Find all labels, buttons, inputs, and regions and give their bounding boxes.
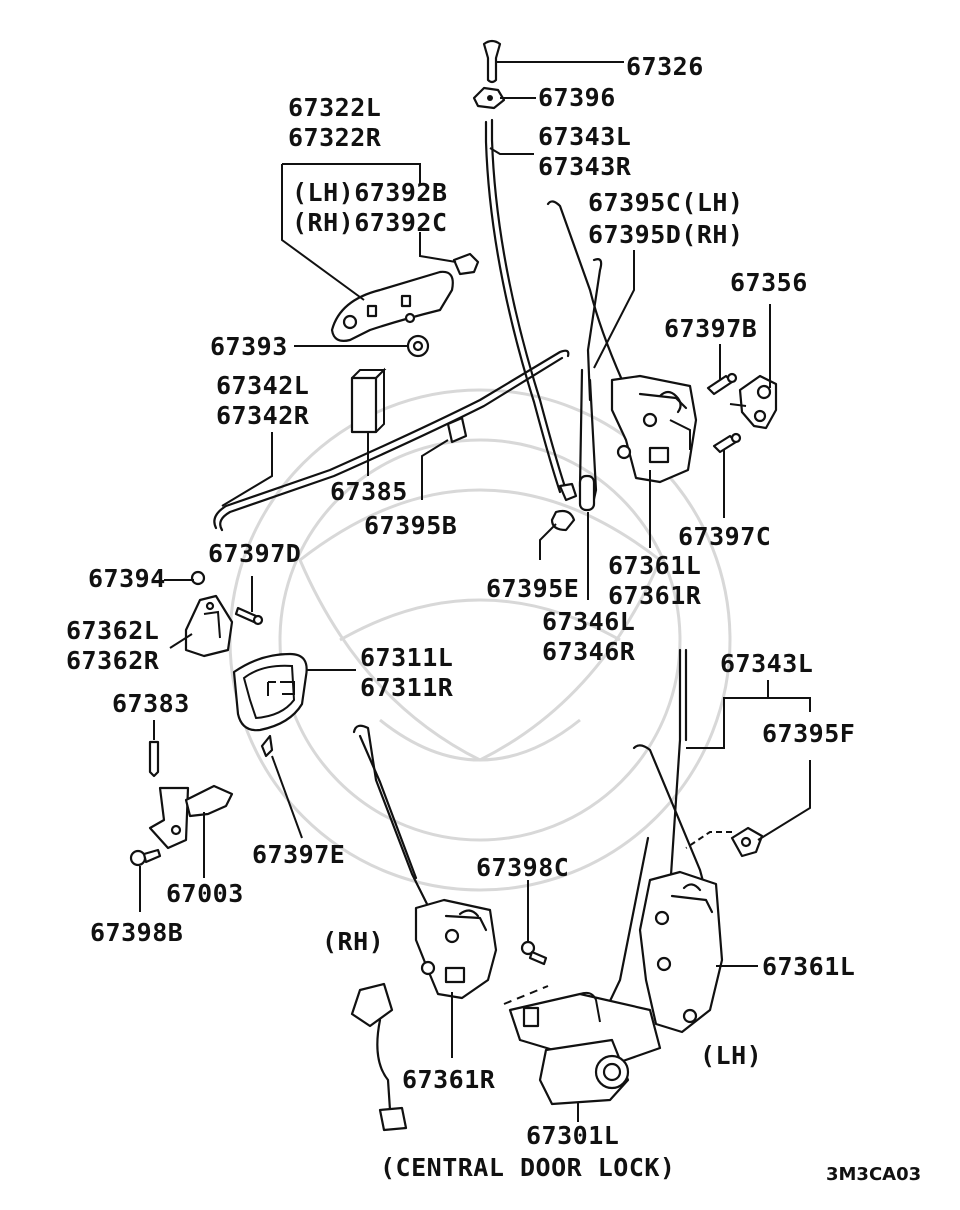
- label-67346l: 67346L: [542, 607, 635, 636]
- pad-67385: [350, 367, 387, 434]
- leader-lines: [139, 61, 811, 1122]
- label-67395b: 67395B: [364, 511, 457, 540]
- label-lh: (LH): [700, 1041, 762, 1070]
- label-67003: 67003: [166, 879, 244, 908]
- outside-handle-67322: [330, 270, 454, 342]
- label-67397c: 67397C: [678, 522, 771, 551]
- diagram-code: 3M3CA03: [826, 1164, 921, 1185]
- clip-67395b: [446, 416, 468, 444]
- label-67395d: 67395D(RH): [588, 220, 744, 249]
- label-67392b: (LH)67392B: [292, 178, 448, 207]
- lock-knob-67326: [482, 39, 502, 84]
- lock-rod-67343-top: [484, 118, 578, 502]
- label-67301l: 67301L: [526, 1121, 619, 1150]
- label-67383: 67383: [112, 689, 190, 718]
- label-67395e: 67395E: [486, 574, 579, 603]
- screw-67397b: [706, 372, 738, 396]
- grommet-67393: [406, 334, 430, 358]
- clip-67395f: [730, 826, 764, 858]
- door-latch-67361-rh: [350, 898, 498, 1132]
- label-67342l: 67342L: [216, 371, 309, 400]
- label-67322r: 67322R: [288, 123, 382, 152]
- cover-67311: [232, 652, 308, 732]
- label-67362r: 67362R: [66, 646, 160, 675]
- label-67346r: 67346R: [542, 637, 636, 666]
- door-latch-67361-top: [610, 374, 698, 484]
- rh-rod: [352, 724, 432, 912]
- label-67396: 67396: [538, 83, 616, 112]
- bolt-67398c: [520, 940, 548, 966]
- label-67395c: 67395C(LH): [588, 188, 744, 217]
- screw-67397e: [260, 734, 274, 758]
- central-lock-actuator-67301l: [503, 985, 662, 1106]
- label-67361r-top: 67361R: [608, 581, 702, 610]
- label-rh: (RH): [322, 927, 384, 956]
- label-67343l-top: 67343L: [538, 122, 631, 151]
- label-67397d: 67397D: [208, 539, 301, 568]
- label-67342r: 67342R: [216, 401, 310, 430]
- label-67361l-top: 67361L: [608, 551, 701, 580]
- watermark-emblem: [228, 388, 732, 892]
- inside-handle-67362: [184, 594, 234, 658]
- label-67362l: 67362L: [66, 616, 159, 645]
- part-labels: 67326 67396 67343L 67343R 67322L 67322R …: [66, 52, 921, 1185]
- label-67343r-top: 67343R: [538, 152, 632, 181]
- label-67311r: 67311R: [360, 673, 454, 702]
- label-67398c: 67398C: [476, 853, 569, 882]
- striker-67356: [729, 374, 778, 430]
- label-67392c: (RH)67392C: [292, 208, 448, 237]
- label-67356: 67356: [730, 268, 808, 297]
- label-67326: 67326: [626, 52, 704, 81]
- rod-67395cd: [546, 200, 624, 402]
- pin-67383: [148, 740, 160, 778]
- label-67322l: 67322L: [288, 93, 381, 122]
- label-67385: 67385: [330, 477, 408, 506]
- label-67394: 67394: [88, 564, 166, 593]
- screw-67397c: [712, 432, 742, 454]
- bolt-67398b: [129, 848, 162, 867]
- label-67393: 67393: [210, 332, 288, 361]
- label-67397b: 67397B: [664, 314, 757, 343]
- screw-67397d: [234, 606, 264, 626]
- label-67361r-bottom: 67361R: [402, 1065, 496, 1094]
- clip-67392: [452, 252, 480, 276]
- clip-67396: [472, 86, 506, 110]
- hinge-67003: [148, 784, 234, 850]
- label-67397e: 67397E: [252, 840, 345, 869]
- clip-67394: [190, 570, 206, 586]
- label-67398b: 67398B: [90, 918, 183, 947]
- label-central-door-lock: (CENTRAL DOOR LOCK): [380, 1153, 675, 1182]
- label-67343l-bottom: 67343L: [720, 649, 813, 678]
- label-67361l-bottom: 67361L: [762, 952, 855, 981]
- label-67395f: 67395F: [762, 719, 855, 748]
- label-67311l: 67311L: [360, 643, 453, 672]
- door-latch-67361-lh: [638, 870, 724, 1034]
- rod-67346: [578, 368, 598, 512]
- grommet-67395e: [550, 509, 576, 532]
